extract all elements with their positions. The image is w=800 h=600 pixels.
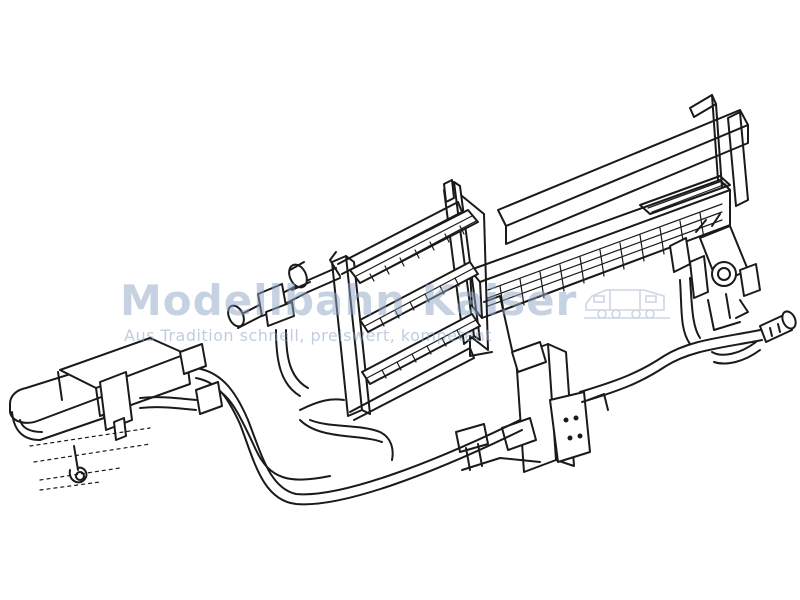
long-grille-box: [469, 94, 749, 319]
watermark-title: Modellbahn Kaiser: [120, 276, 578, 325]
locomotive-icon: [584, 289, 670, 319]
step-ladder: [331, 179, 489, 421]
watermark-tagline: Aus Tradition schnell, preiswert, kompet…: [124, 326, 493, 345]
brake-valve-assembly: [669, 213, 761, 331]
frame-details: [329, 251, 609, 411]
end-buffer-beam: [9, 337, 223, 491]
pipe-couplings: [227, 261, 797, 365]
